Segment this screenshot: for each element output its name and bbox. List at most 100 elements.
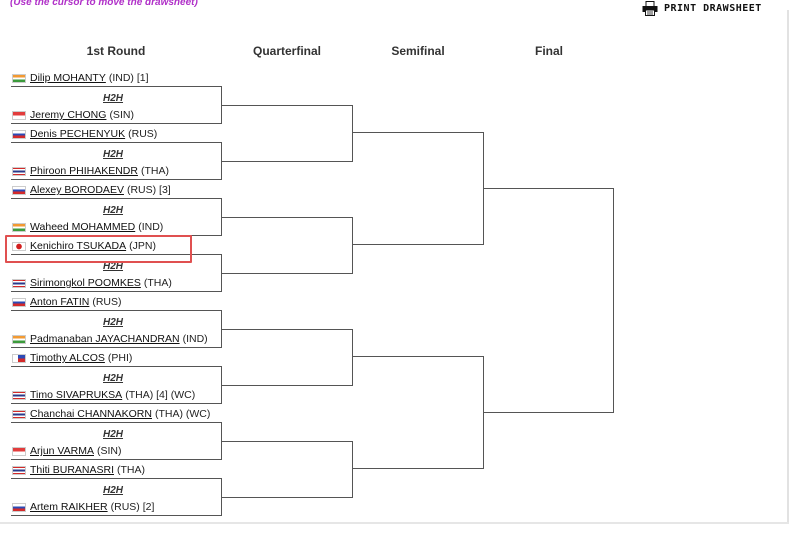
player-info: (RUS) [2] — [110, 501, 155, 513]
player-info: (THA) [4] (WC) — [125, 389, 196, 401]
player-name-link[interactable]: Padmanaban JAYACHANDRAN — [30, 333, 180, 345]
bracket-line — [352, 468, 484, 469]
player-info: (IND) — [138, 221, 164, 233]
bracket-line — [11, 422, 222, 423]
bracket-line — [11, 459, 222, 460]
drawsheet-right-border — [787, 10, 789, 523]
bracket-line — [352, 244, 484, 245]
h2h-link[interactable]: H2H — [103, 205, 124, 216]
flag-rus-icon — [12, 185, 26, 195]
flag-tha-icon — [12, 166, 26, 176]
flag-sin-icon — [12, 446, 26, 456]
flag-rus-icon — [12, 297, 26, 307]
flag-ind-icon — [12, 222, 26, 232]
bracket-line — [221, 329, 353, 330]
player-info: (RUS) [3] — [126, 184, 171, 196]
flag-sin-icon — [12, 110, 26, 120]
h2h-link[interactable]: H2H — [103, 373, 124, 384]
player-entry: Timothy ALCOS(PHI) — [12, 351, 132, 365]
player-entry: Chanchai CHANNAKORN(THA) (WC) — [12, 407, 210, 421]
player-name-link[interactable]: Phiroon PHIHAKENDR — [30, 165, 138, 177]
player-entry: Phiroon PHIHAKENDR(THA) — [12, 164, 169, 178]
player-info: (IND) [1] — [108, 72, 149, 84]
bracket-line — [11, 478, 222, 479]
player-info: (JPN) — [129, 240, 156, 252]
player-name-link[interactable]: Denis PECHENYUK — [30, 128, 126, 140]
player-name-link[interactable]: Artem RAIKHER — [30, 501, 108, 513]
print-drawsheet-button[interactable]: PRINT DRAWSHEET — [642, 0, 762, 16]
bracket-line — [221, 441, 353, 442]
player-entry: Jeremy CHONG(SIN) — [12, 108, 134, 122]
player-entry: Arjun VARMA(SIN) — [12, 444, 122, 458]
player-name-link[interactable]: Kenichiro TSUKADA — [30, 240, 127, 252]
flag-tha-icon — [12, 465, 26, 475]
player-entry: Thiti BURANASRI(THA) — [12, 463, 145, 477]
player-name-link[interactable]: Arjun VARMA — [30, 445, 94, 457]
player-info: (THA) (WC) — [154, 408, 211, 420]
player-entry: Kenichiro TSUKADA(JPN) — [12, 239, 156, 253]
player-name-link[interactable]: Chanchai CHANNAKORN — [30, 408, 152, 420]
bracket-line — [11, 310, 222, 311]
player-name-link[interactable]: Sirimongkol POOMKES — [30, 277, 141, 289]
player-info: (RUS) — [128, 128, 158, 140]
bracket-line — [11, 515, 222, 516]
print-drawsheet-label: PRINT DRAWSHEET — [664, 2, 762, 14]
bracket-line — [221, 273, 353, 274]
bracket-line — [11, 254, 222, 255]
player-entry: Waheed MOHAMMED(IND) — [12, 220, 163, 234]
player-info: (RUS) — [92, 296, 122, 308]
player-name-link[interactable]: Anton FATIN — [30, 296, 90, 308]
bracket-line — [221, 105, 353, 106]
round-header-1st-round: 1st Round — [86, 44, 146, 58]
player-info: (SIN) — [97, 445, 122, 457]
bracket-line — [11, 142, 222, 143]
selected-player-highlight — [5, 235, 192, 263]
bracket-line — [613, 188, 614, 413]
player-name-link[interactable]: Dilip MOHANTY — [30, 72, 106, 84]
bracket-line — [11, 198, 222, 199]
bracket-line — [221, 161, 353, 162]
flag-tha-icon — [12, 390, 26, 400]
h2h-link[interactable]: H2H — [103, 485, 124, 496]
flag-rus-icon — [12, 502, 26, 512]
player-entry: Artem RAIKHER(RUS) [2] — [12, 500, 154, 514]
h2h-link[interactable]: H2H — [103, 149, 124, 160]
player-info: (PHI) — [107, 352, 133, 364]
flag-phi-icon — [12, 353, 26, 363]
round-header-final: Final — [534, 44, 563, 58]
flag-jpn-icon — [12, 241, 26, 251]
player-entry: Padmanaban JAYACHANDRAN(IND) — [12, 332, 208, 346]
bracket-line — [221, 497, 353, 498]
bracket-line — [483, 412, 614, 413]
player-info: (IND) — [182, 333, 208, 345]
player-name-link[interactable]: Thiti BURANASRI — [30, 464, 115, 476]
player-entry: Alexey BORODAEV(RUS) [3] — [12, 183, 171, 197]
bracket-line — [352, 105, 353, 162]
printer-icon — [642, 0, 658, 16]
h2h-link[interactable]: H2H — [103, 429, 124, 440]
bracket-line — [352, 329, 353, 386]
h2h-link[interactable]: H2H — [103, 261, 124, 272]
player-name-link[interactable]: Jeremy CHONG — [30, 109, 107, 121]
bracket-line — [11, 179, 222, 180]
player-name-link[interactable]: Timo SIVAPRUKSA — [30, 389, 123, 401]
flag-tha-icon — [12, 278, 26, 288]
bracket-line — [11, 347, 222, 348]
bracket-line — [11, 123, 222, 124]
player-name-link[interactable]: Alexey BORODAEV — [30, 184, 124, 196]
player-entry: Denis PECHENYUK(RUS) — [12, 127, 157, 141]
h2h-link[interactable]: H2H — [103, 93, 124, 104]
flag-ind-icon — [12, 334, 26, 344]
drawsheet-bottom-border — [0, 522, 789, 524]
player-info: (THA) — [140, 165, 169, 177]
h2h-link[interactable]: H2H — [103, 317, 124, 328]
bracket-line — [483, 188, 614, 189]
player-entry: Dilip MOHANTY(IND) [1] — [12, 71, 149, 85]
flag-tha-icon — [12, 409, 26, 419]
player-name-link[interactable]: Waheed MOHAMMED — [30, 221, 136, 233]
player-name-link[interactable]: Timothy ALCOS — [30, 352, 105, 364]
bracket-line — [352, 217, 353, 274]
bracket-line — [352, 132, 484, 133]
bracket-line — [11, 291, 222, 292]
bracket-line — [352, 441, 353, 498]
